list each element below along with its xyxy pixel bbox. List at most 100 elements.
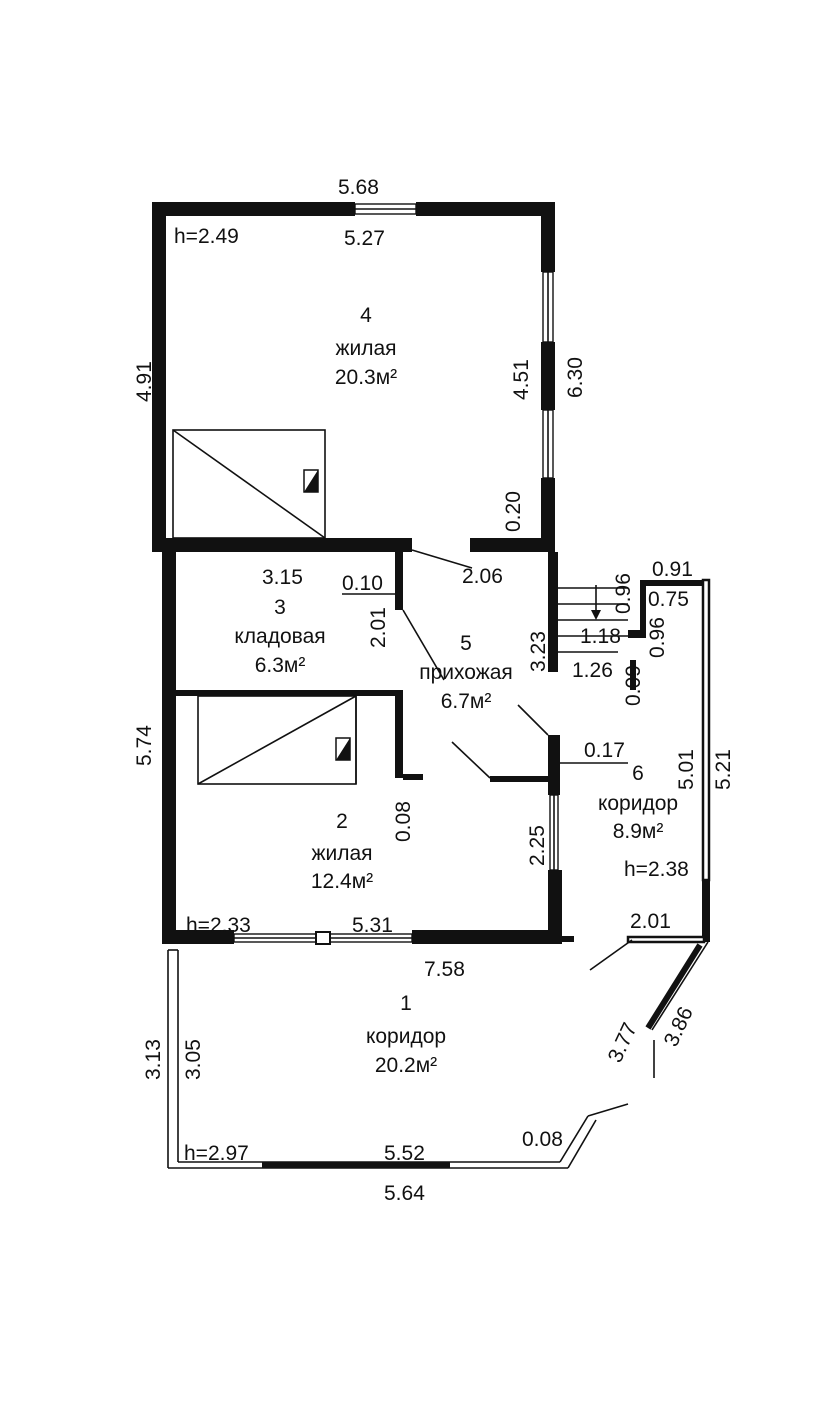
dimension-label: 3.05 — [182, 1039, 205, 1080]
dimension-label: 0.91 — [652, 558, 693, 581]
room-name: жилая — [335, 337, 396, 360]
dimension-label: 6.30 — [564, 357, 587, 398]
dimension-label: 5.01 — [675, 749, 698, 790]
height-label: h=2.38 — [624, 858, 689, 881]
door-r6 — [517, 704, 549, 736]
wall-right-r4-b — [541, 342, 555, 410]
room-number: 6 — [632, 762, 644, 785]
dimension-label: 4.91 — [133, 361, 156, 402]
dimension-label: 0.96 — [646, 617, 669, 658]
dimension-label: 0.96 — [612, 573, 635, 614]
room-label-6: 6 коридор 8.9м² — [598, 762, 678, 843]
wall-r2-bottom-right — [412, 930, 562, 944]
dimension-label: 5.31 — [352, 914, 393, 937]
wall-r2-top — [176, 690, 400, 696]
wall-r2-jamb — [403, 774, 423, 780]
wall-r2-right-bottom — [548, 870, 562, 944]
room-label-5: 5 прихожая 6.7м² — [419, 632, 513, 713]
porch-top-wall — [640, 580, 708, 586]
room-label-2: 2 жилая 12.4м² — [311, 810, 373, 893]
wall-r1-bottom-thick — [262, 1162, 450, 1168]
room-area: 6.3м² — [255, 654, 306, 677]
dimension-label: 0.10 — [342, 572, 383, 595]
wall-r4-bottom-right — [470, 538, 555, 552]
room-label-1: 1 коридор 20.2м² — [366, 992, 446, 1077]
dimension-label: 3.13 — [142, 1039, 165, 1080]
dimension-label: 5.21 — [712, 749, 735, 790]
porch-left-wall — [640, 580, 646, 638]
room-number: 4 — [360, 304, 372, 327]
room-number: 5 — [460, 632, 472, 655]
stove-room-4 — [172, 429, 326, 539]
wall-left-r4 — [152, 202, 166, 552]
room-name: коридор — [366, 1025, 446, 1048]
room-label-4: 4 жилая 20.3м² — [335, 304, 397, 389]
dimension-label: 3.77 — [604, 1019, 642, 1066]
dimension-label: 0.08 — [392, 801, 415, 842]
dimension-label: 2.01 — [367, 607, 390, 648]
room-number: 2 — [336, 810, 348, 833]
height-label: h=2.49 — [174, 225, 239, 248]
dimension-label: 7.58 — [424, 958, 465, 981]
wall-r6-right-bottom — [702, 880, 710, 942]
door-r4 — [411, 549, 473, 569]
dimension-label: 0.08 — [522, 1128, 563, 1151]
room-area: 6.7м² — [441, 690, 492, 713]
dimension-label: 0.20 — [502, 491, 525, 532]
wall-r2-bottom-left — [162, 930, 234, 944]
wall-left-mid — [162, 552, 176, 944]
wall-r1-diagonal — [645, 943, 703, 1030]
dimension-label: 1.18 — [580, 625, 621, 648]
dimension-label: 1.26 — [572, 659, 613, 682]
door-r3 — [402, 609, 445, 681]
door-swings — [402, 549, 549, 779]
dimension-label: 5.27 — [344, 227, 385, 250]
wall-top-left — [152, 202, 355, 216]
room-label-3: 3 кладовая 6.3м² — [234, 596, 325, 677]
walls-room-4 — [152, 202, 555, 552]
porch — [558, 580, 708, 690]
wall-r2-top-right — [395, 690, 403, 778]
walls-room-1 — [167, 941, 709, 1169]
dimension-label: 0.09 — [622, 665, 645, 706]
room-name: кладовая — [234, 625, 325, 648]
dimension-label: 5.68 — [338, 176, 379, 199]
windows-middle — [233, 794, 559, 945]
door-r2 — [451, 741, 491, 779]
wall-stub — [562, 936, 574, 942]
partition-r3 — [395, 552, 403, 610]
room-name: жилая — [311, 842, 372, 865]
dimension-label: 2.25 — [526, 825, 549, 866]
wall-r6-bottom — [626, 935, 706, 944]
dimension-label: 5.52 — [384, 1142, 425, 1165]
wall-right-r4-c — [541, 478, 555, 552]
room-name: прихожая — [419, 661, 513, 684]
room-area: 12.4м² — [311, 870, 373, 893]
room-area: 20.3м² — [335, 366, 397, 389]
dimension-label: 2.06 — [462, 565, 503, 588]
wall-top-right — [416, 202, 555, 216]
room-area: 20.2м² — [375, 1054, 437, 1077]
wall-r4-bottom-left — [152, 538, 412, 552]
windows-room-4 — [354, 203, 554, 479]
dimension-label: 2.01 — [630, 910, 671, 933]
walls-room-6 — [589, 578, 711, 971]
walls-middle — [162, 552, 574, 944]
dimension-label: 0.17 — [584, 739, 625, 762]
dimension-label: 5.74 — [133, 725, 156, 766]
dimension-label: 0.75 — [648, 588, 689, 611]
wall-r6-right — [701, 578, 711, 882]
wall-r5-right — [548, 552, 558, 672]
dimension-label: 3.23 — [527, 631, 550, 672]
porch-jamb — [628, 630, 640, 638]
wall-right-r4-a — [541, 202, 555, 272]
wall-r6-left-top — [548, 735, 560, 795]
wall-r5-lower — [490, 776, 548, 782]
dimension-label: 4.51 — [510, 359, 533, 400]
room-area: 8.9м² — [613, 820, 664, 843]
dimension-label: 3.15 — [262, 566, 303, 589]
porch-stub — [630, 660, 636, 690]
room-number: 3 — [274, 596, 286, 619]
room-name: коридор — [598, 792, 678, 815]
